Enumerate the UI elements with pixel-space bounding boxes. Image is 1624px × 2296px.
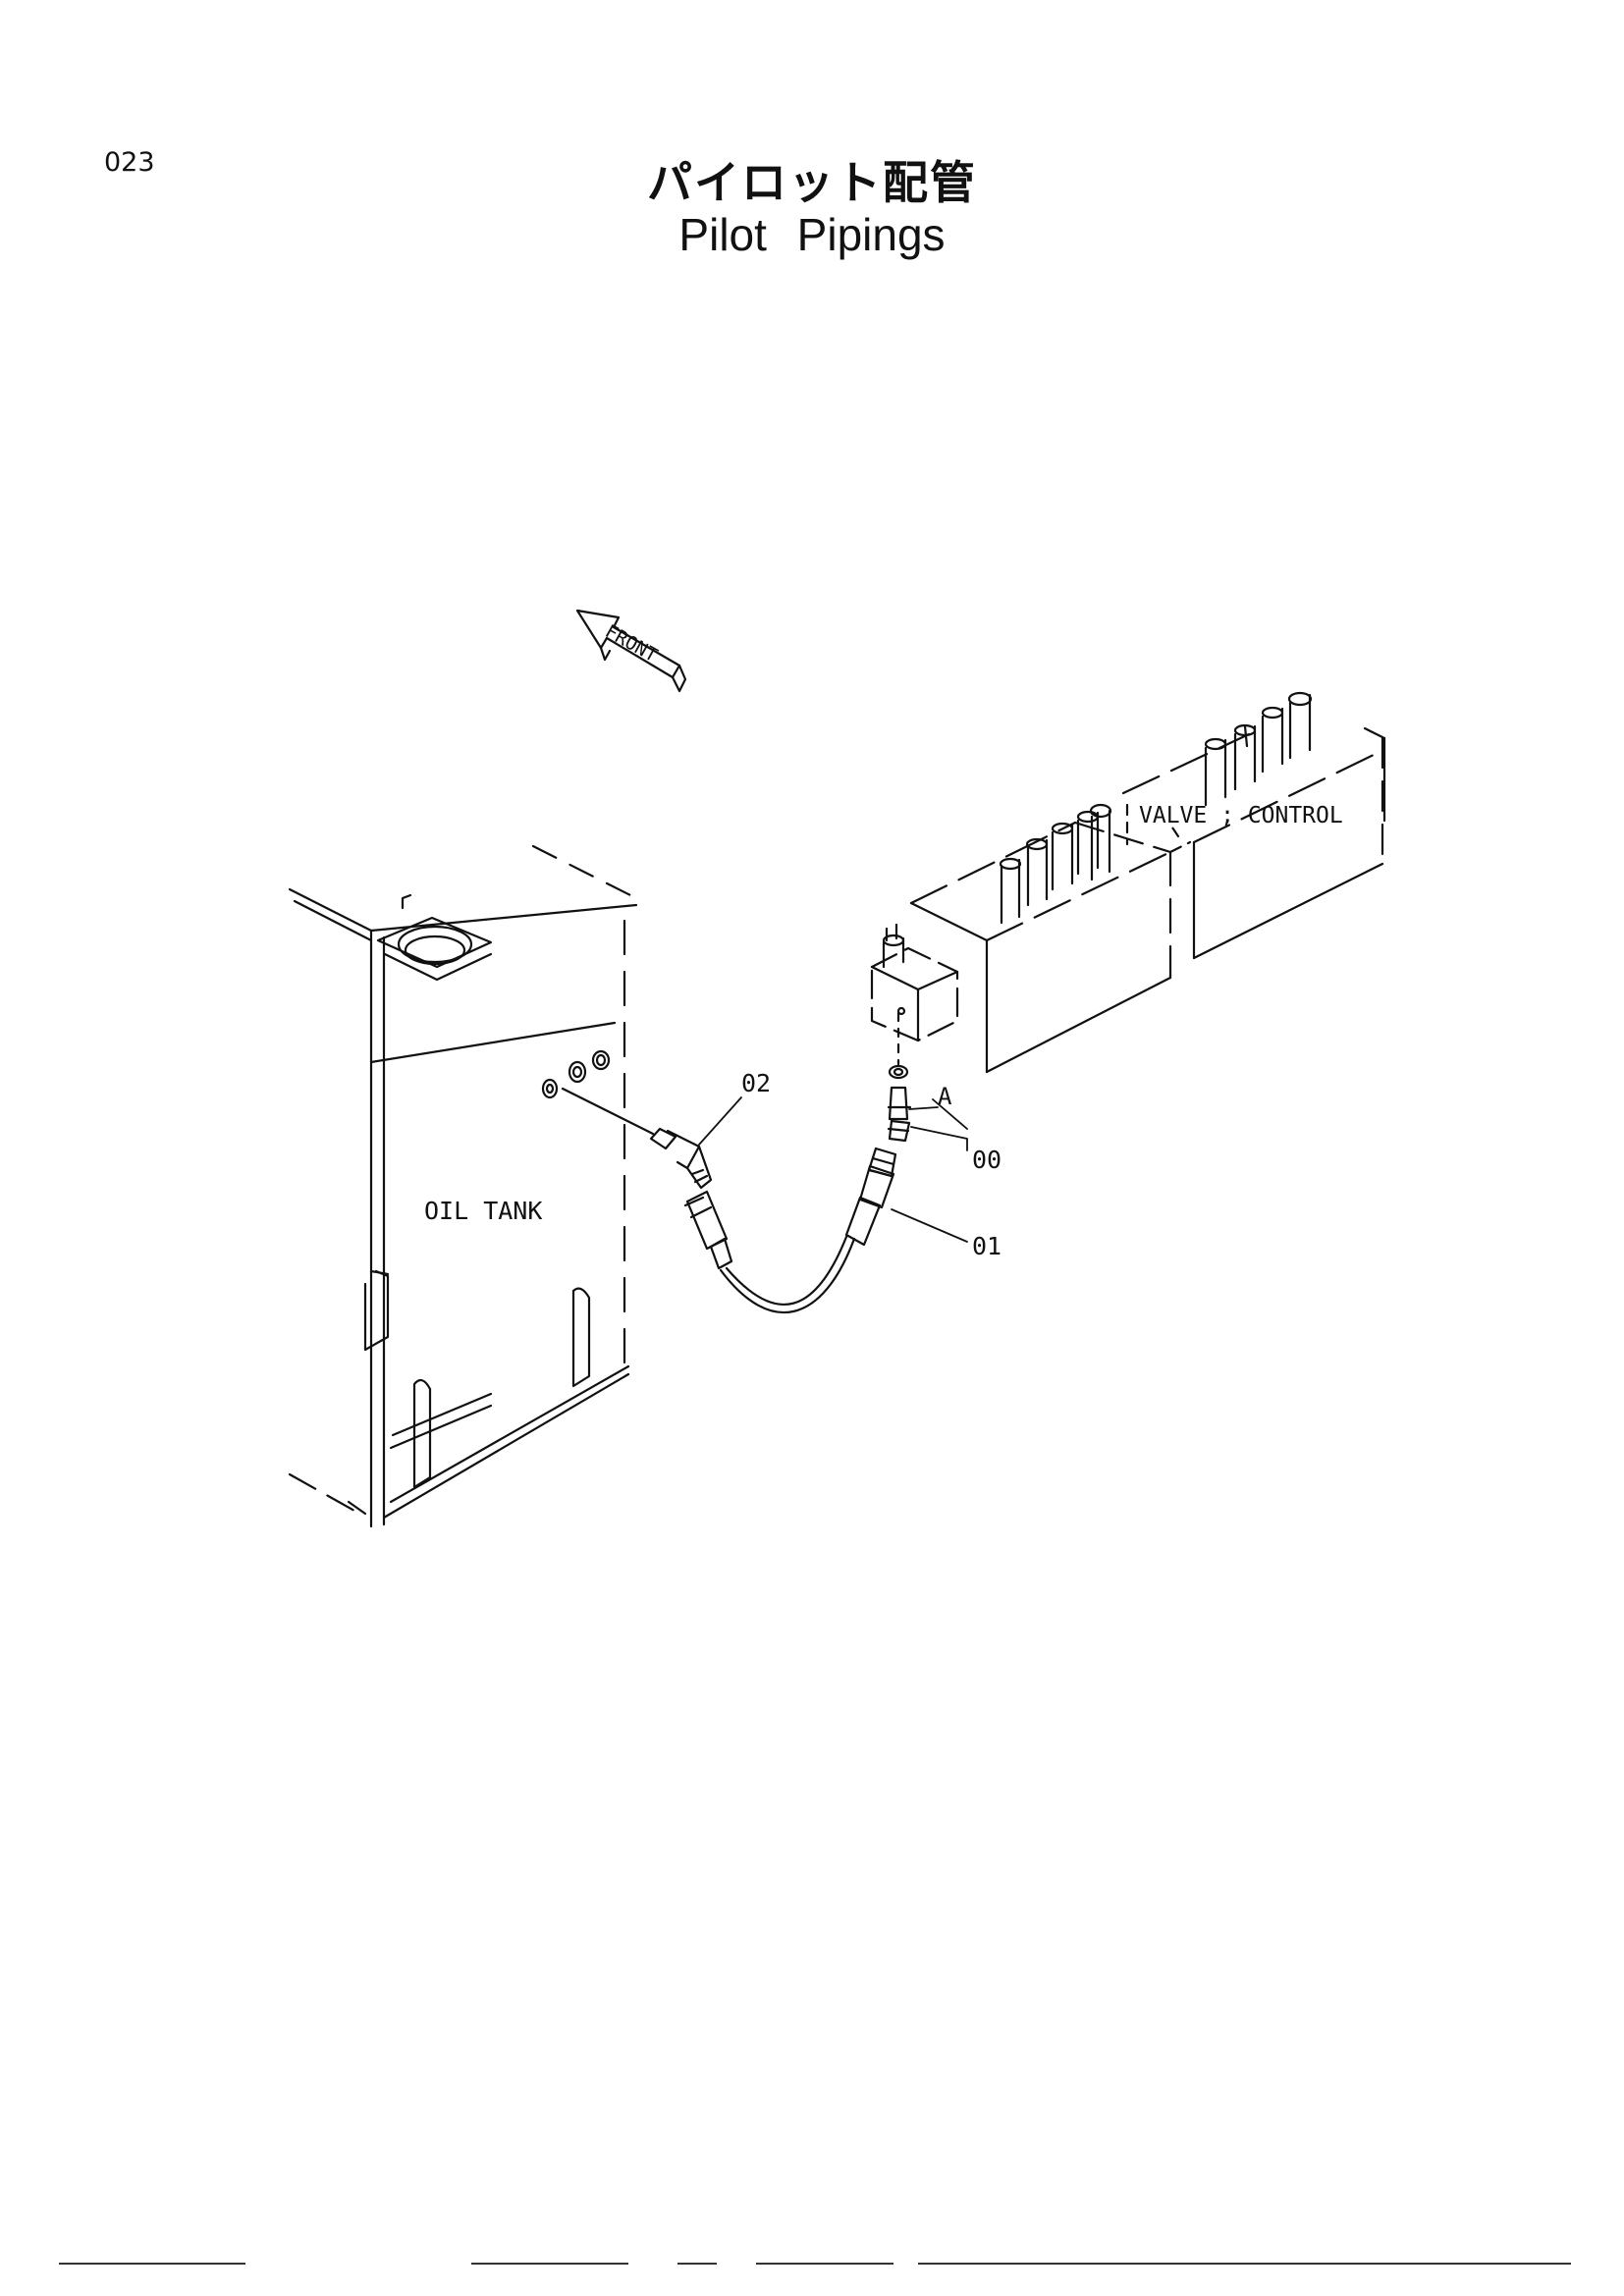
valve-spools-front	[999, 803, 1112, 925]
callout-02: 02	[741, 1069, 771, 1097]
port-label-a: A	[938, 1083, 952, 1110]
callout-00: 00	[972, 1146, 1001, 1174]
callout-leaders	[698, 1096, 968, 1243]
oil-tank-outline	[288, 844, 640, 1528]
elbow-fitting	[649, 1127, 713, 1190]
page-title-japanese: パイロット配管	[647, 156, 977, 209]
control-valve-block-rear	[1121, 724, 1386, 960]
oil-tank-label: OIL TANK	[424, 1197, 542, 1225]
callout-01: 01	[972, 1232, 1001, 1260]
control-valve-block	[909, 821, 1192, 1074]
tank-port-bolts	[541, 1049, 655, 1136]
tank-brackets	[363, 1269, 591, 1489]
page-number: 023	[104, 147, 155, 178]
tank-top-port	[376, 893, 493, 982]
page-title-english: Pilot Pipings	[678, 209, 946, 260]
front-label: FRONT	[602, 620, 662, 667]
control-valve-label: VALVE ; CONTROL	[1139, 803, 1343, 828]
valve-port-block	[870, 923, 959, 1042]
front-arrow-icon	[575, 609, 687, 693]
valve-spools-rear	[1204, 691, 1313, 807]
adapter-fitting	[887, 1011, 912, 1143]
pilot-hose	[683, 1147, 897, 1314]
